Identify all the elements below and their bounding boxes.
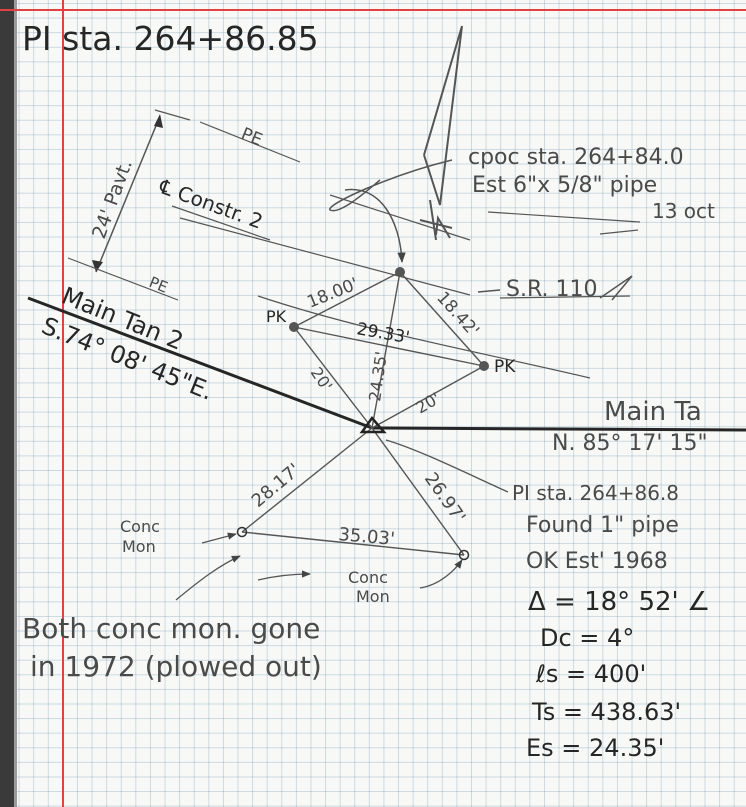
arrow-down-icon xyxy=(92,260,103,272)
tie-pk-right-to-pi xyxy=(371,365,485,429)
dist-26-97: 26.97' xyxy=(420,469,470,527)
arrow-up-icon xyxy=(154,114,163,128)
tie-pk-left-to-cpoc xyxy=(293,271,401,328)
dist-20-left: 20' xyxy=(307,364,337,395)
main-tangent-left xyxy=(27,296,373,430)
conc-mon-left-point xyxy=(236,526,248,538)
found-pipe-label: Found 1" pipe xyxy=(526,513,679,538)
curve-dc: Dc = 4° xyxy=(540,624,634,652)
gone-note-line2: in 1972 (plowed out) xyxy=(30,650,322,683)
conc-mon-left-label-1: Conc xyxy=(120,517,160,536)
top-margin-line xyxy=(0,9,746,11)
main-tangent-right xyxy=(371,426,746,432)
dist-18-42: 18.42' xyxy=(432,288,483,341)
tie-pi-to-mon-left xyxy=(241,427,373,533)
sr110-line xyxy=(179,217,471,296)
tie-pi-to-mon-right xyxy=(371,427,465,556)
pk-left-point xyxy=(289,322,299,332)
gone-note-line1: Both conc mon. gone xyxy=(22,612,320,645)
conc-mon-right-label-2: Mon xyxy=(356,587,390,606)
dimension-tick-top xyxy=(154,109,191,121)
margin-line xyxy=(62,0,64,807)
main-tan-right-name: Main Ta xyxy=(604,397,702,427)
pk-left-label: PK xyxy=(266,307,287,326)
cpoc-pointer-arrow xyxy=(344,188,406,264)
curve-ts: Ts = 438.63' xyxy=(531,698,681,726)
gone-arrow-right xyxy=(257,570,311,581)
pavement-dimension-line xyxy=(95,115,161,273)
dist-29-33: 29.33' xyxy=(355,319,411,348)
curve-ls: ℓs = 400' xyxy=(535,660,646,688)
curve-line xyxy=(257,295,591,379)
cpoc-point xyxy=(395,267,405,277)
tie-pk-to-pk xyxy=(293,326,485,367)
north-n-icon xyxy=(435,214,451,239)
loop-line xyxy=(329,159,453,212)
pe-bottom-label: PE xyxy=(147,273,171,297)
pavement-width-label: 24' Pavt. xyxy=(88,157,137,242)
conc-mon-right-arrow xyxy=(419,559,463,589)
constr-centerline xyxy=(329,194,471,241)
conc-mon-left-arrow xyxy=(201,532,237,544)
north-arrow-icon xyxy=(419,25,463,241)
cpoc-pipe-label: Est 6"x 5/8" pipe xyxy=(472,173,657,198)
ok-est-label: OK Est' 1968 xyxy=(526,549,668,574)
tie-cpoc-to-pk-right xyxy=(399,271,485,367)
curve-es: Es = 24.35' xyxy=(526,734,664,762)
pe-line-bottom xyxy=(67,257,179,301)
tie-mon-to-mon xyxy=(241,531,465,556)
constr-label: ℄ Constr. 2 xyxy=(155,174,266,234)
dist-24-35: 24.35' xyxy=(365,350,391,402)
cpoc-underline-short xyxy=(599,229,639,235)
cpoc-station-label: cpoc sta. 264+84.0 xyxy=(468,145,684,170)
cpoc-date-label: 13 oct xyxy=(652,199,715,223)
cpoc-underline xyxy=(487,211,641,223)
curve-delta: Δ = 18° 52' ∠ xyxy=(528,587,710,617)
pk-right-label: PK xyxy=(494,357,516,377)
gone-arrow-left xyxy=(175,555,241,601)
pi-station-label: PI sta. 264+86.8 xyxy=(512,481,679,505)
tie-cpoc-to-pi xyxy=(371,271,401,429)
sr110-arrow-icon xyxy=(599,275,633,301)
conc-mon-right-label-1: Conc xyxy=(348,568,388,587)
notebook-binding-edge xyxy=(14,0,17,807)
constr-underline xyxy=(171,205,271,241)
conc-mon-left-label-2: Mon xyxy=(122,537,156,556)
sr110-underline xyxy=(499,295,631,299)
notebook-binding xyxy=(0,0,14,807)
dist-35-03: 35.03' xyxy=(338,524,396,550)
pi-station-header: PI sta. 264+86.85 xyxy=(22,19,319,58)
conc-mon-right-point xyxy=(458,549,470,561)
dist-20-right: 20' xyxy=(413,389,444,418)
pi-triangle-icon xyxy=(359,415,387,434)
main-tan-right-bearing: N. 85° 17' 15" xyxy=(552,431,708,456)
pk-right-point xyxy=(479,361,489,371)
pi-leader-line xyxy=(385,439,509,493)
tie-pk-left-to-pi xyxy=(293,326,373,429)
sr110-leader xyxy=(477,289,501,293)
pe-line-top xyxy=(199,121,301,163)
